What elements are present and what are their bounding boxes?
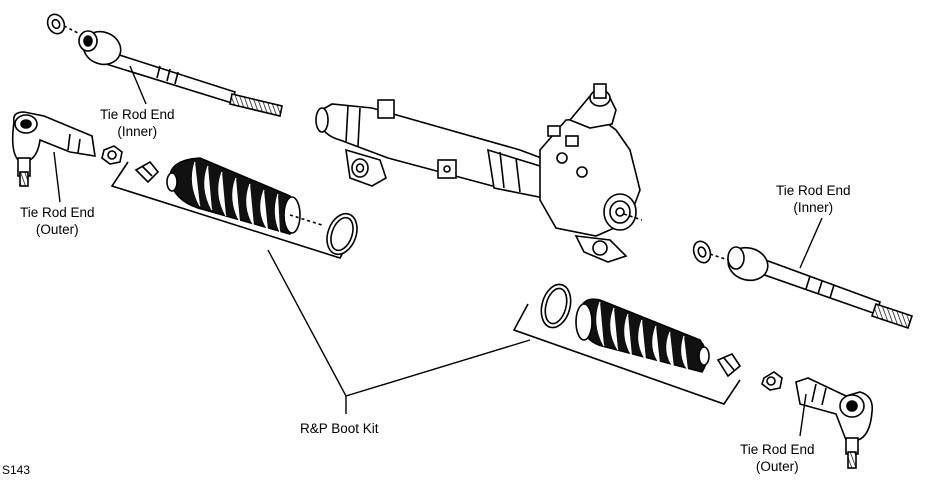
boot-kit-right xyxy=(512,283,742,405)
outer-tie-rod-end-right xyxy=(761,371,874,469)
rack-and-pinion-assembly xyxy=(315,83,643,263)
outer-tie-rod-end-left xyxy=(11,111,123,187)
boot-kit-left xyxy=(110,157,358,259)
label-tie-rod-end-outer-left: Tie Rod End (Outer) xyxy=(20,205,95,237)
figure-id: S143 xyxy=(2,463,31,477)
label-tie-rod-end-outer-right: Tie Rod End (Outer) xyxy=(740,442,815,474)
label-tie-rod-end-inner-left: Tie Rod End (Inner) xyxy=(100,107,175,139)
leader-lines xyxy=(53,65,823,437)
label-boot-kit: R&P Boot Kit xyxy=(300,421,379,436)
label-tie-rod-end-inner-right: Tie Rod End (Inner) xyxy=(776,183,851,215)
inner-tie-rod-right xyxy=(692,240,914,330)
inner-tie-rod-left xyxy=(46,13,283,117)
